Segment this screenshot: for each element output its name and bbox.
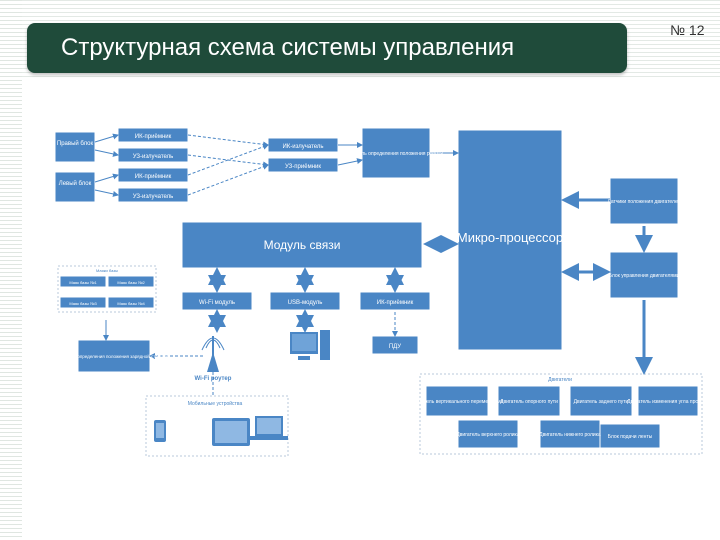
motor-4-label: Двигатель изменения угла прохода bbox=[627, 399, 709, 405]
beacon-4-label: Маяк базы №4 bbox=[117, 301, 145, 306]
motor-5-label: Двигатель верхнего ролика bbox=[456, 432, 519, 438]
motor-1-label: Двигатель вертикального перемещения bbox=[411, 399, 504, 405]
ir-receiver-bottom-label: ИК-приёмник bbox=[377, 300, 414, 306]
comm-module-label: Модуль связи bbox=[264, 238, 341, 252]
beacon-3-box bbox=[59, 296, 107, 309]
motor-3-box bbox=[569, 385, 633, 417]
microprocessor-box bbox=[457, 129, 563, 351]
usb-module-label: USB-модуль bbox=[288, 300, 323, 306]
sensors-box bbox=[609, 177, 679, 225]
slide-title: Структурная схема системы управления bbox=[61, 34, 515, 61]
mobile-devices-frame bbox=[145, 395, 289, 457]
ir-emitter-mid-label: ИК-излучатель bbox=[282, 144, 323, 150]
left-block-box bbox=[54, 171, 96, 203]
motor-control-label: Блок управления двигателями bbox=[609, 273, 680, 279]
beacon-1-label: Маяк базы №1 bbox=[69, 280, 97, 285]
title-bar: Структурная схема системы управления bbox=[27, 23, 627, 73]
beacon-group-label: Маяки базы bbox=[96, 268, 118, 273]
beacon-3-label: Маяк базы №3 bbox=[69, 301, 97, 306]
decorative-lines-left bbox=[0, 0, 22, 540]
beacon-2-label: Маяк базы №2 bbox=[117, 280, 145, 285]
motor-4-box bbox=[637, 385, 699, 417]
phone-icon bbox=[154, 420, 166, 442]
laptop-icon bbox=[250, 416, 288, 440]
ir-receiver-2-label: ИК-приёмник bbox=[135, 174, 172, 180]
right-block-box bbox=[54, 131, 96, 163]
us-emitter-1-label: УЗ-излучатель bbox=[133, 154, 174, 160]
us-emitter-2-label: УЗ-излучатель bbox=[133, 194, 174, 200]
nav-module-box bbox=[77, 339, 151, 373]
motor-1-box bbox=[425, 385, 489, 417]
position-module-label: Модуль определения положения робота bbox=[349, 151, 443, 157]
motor-2-box bbox=[497, 385, 561, 417]
motor-7-label: Блок подачи ленты bbox=[608, 434, 653, 440]
beacon-1-box bbox=[59, 275, 107, 288]
tablet-icon bbox=[212, 418, 250, 446]
wifi-module-label: Wi-Fi модуль bbox=[199, 300, 235, 306]
right-block-label: Правый блок bbox=[57, 140, 94, 147]
us-receiver-mid-label: УЗ-приёмник bbox=[285, 164, 321, 170]
pdu-label: ПДУ bbox=[389, 344, 401, 350]
motors-group-frame bbox=[419, 373, 703, 455]
motor-6-label: Двигатель нижнего ролика bbox=[539, 432, 601, 438]
motor-5-box bbox=[457, 419, 519, 449]
motor-7-box bbox=[599, 423, 661, 449]
wifi-router-label: Wi-Fi роутер bbox=[195, 376, 232, 382]
wifi-router-icon bbox=[201, 336, 225, 372]
computer-icon bbox=[290, 330, 330, 360]
beacon-group-frame bbox=[57, 265, 157, 313]
slide-number: № 12 bbox=[670, 22, 705, 38]
beacon-4-box bbox=[107, 296, 155, 309]
position-module-box bbox=[361, 127, 431, 179]
beacon-2-box bbox=[107, 275, 155, 288]
motor-3-label: Двигатель заднего пути bbox=[574, 399, 629, 405]
microprocessor-label: Микро-процессор bbox=[457, 230, 563, 245]
motor-6-box bbox=[539, 419, 601, 449]
motors-group-label: Двигатели bbox=[548, 377, 572, 383]
ir-receiver-1-label: ИК-приёмник bbox=[135, 134, 172, 140]
motor-2-label: Двигатель опорного пути bbox=[500, 399, 558, 405]
nav-module-label: Модуль определения положения зарядной ст… bbox=[60, 353, 168, 359]
sensors-label: Датчики положения двигателей bbox=[607, 198, 680, 205]
mobile-devices-label: Мобильные устройства bbox=[188, 400, 243, 407]
left-block-label: Левый блок bbox=[59, 180, 92, 187]
motor-control-box bbox=[609, 251, 679, 299]
